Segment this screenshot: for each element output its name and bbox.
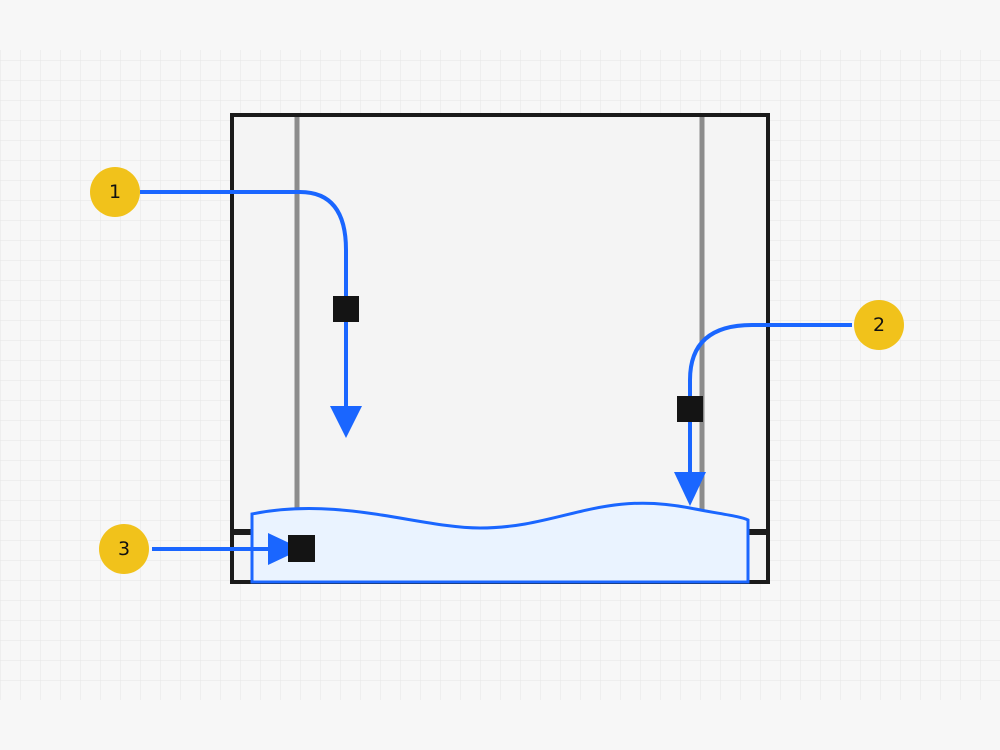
arrowhead-icon [268,533,302,565]
square-handle-icon[interactable] [677,396,703,422]
connector-2-line [688,323,852,474]
callout-circle [90,167,140,217]
callout-1-label: 1 [109,181,121,203]
callout-2[interactable]: 2 [854,300,904,350]
connector-1-line [140,190,348,408]
callout-2-label: 2 [873,314,885,336]
square-handle-icon[interactable] [288,535,315,562]
callout-circle [99,524,149,574]
outer-frame [230,113,770,584]
callout-3-label: 3 [118,538,130,560]
callout-circle [854,300,904,350]
arrowhead-icon [330,406,362,438]
arrowhead-icon [674,472,706,506]
wavy-bottom-panel[interactable] [250,501,750,584]
square-handle-icon[interactable] [333,296,359,322]
callout-1[interactable]: 1 [90,167,140,217]
callout-3[interactable]: 3 [99,524,149,574]
